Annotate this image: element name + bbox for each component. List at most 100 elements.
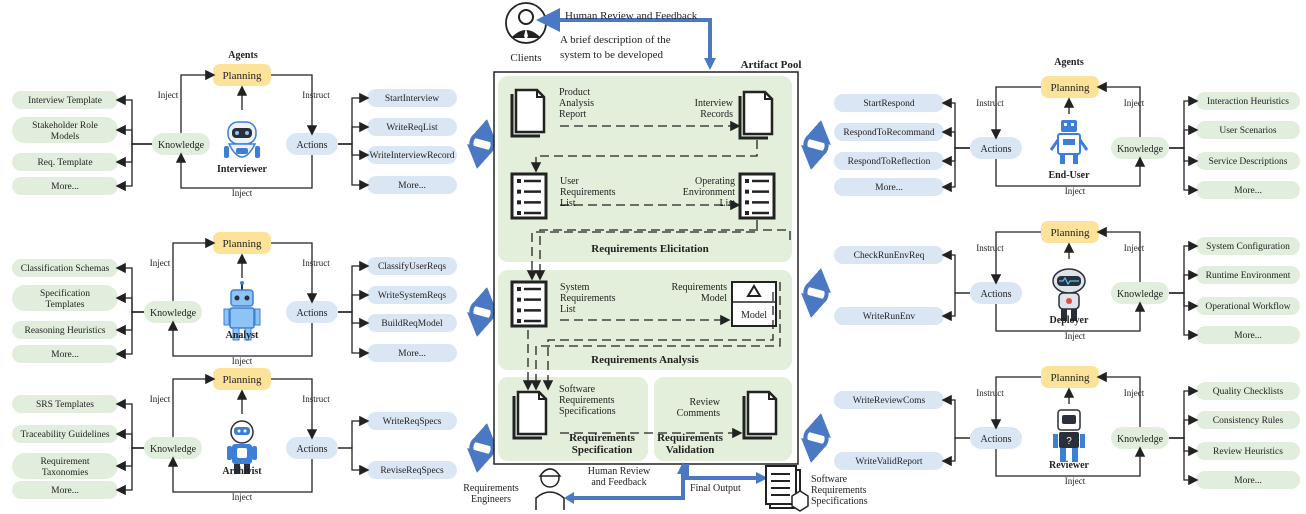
feedback-label: and Feedback xyxy=(591,477,646,488)
model-box-label: Model xyxy=(741,310,767,321)
planning-label: Planning xyxy=(222,70,262,82)
artifact-label: Requirements xyxy=(671,282,727,293)
interviewer-robot-icon xyxy=(224,121,260,158)
knowledge-item xyxy=(12,259,118,277)
elicitation-area xyxy=(498,76,792,262)
actions-box xyxy=(970,427,1022,449)
knowledge-link xyxy=(1169,147,1199,167)
inject-label: Inject xyxy=(232,356,253,366)
knowledge-item-label: Quality Checklists xyxy=(1213,387,1284,397)
action-item-label: WriteValidReport xyxy=(855,457,923,467)
phase-label: Specification xyxy=(572,444,633,456)
knowledge-label: Knowledge xyxy=(150,308,197,319)
knowledge-item xyxy=(1196,382,1300,400)
flow-dash xyxy=(526,220,758,281)
knowledge-item-label: SRS Templates xyxy=(36,400,94,410)
knowledge-item xyxy=(1196,471,1300,489)
planning-box xyxy=(1041,76,1099,98)
instruct-path xyxy=(990,231,1041,285)
knowledge-item-label: More... xyxy=(1234,331,1262,341)
bottom-loop xyxy=(995,301,1146,332)
knowledge-item-label: Operational Workflow xyxy=(1205,301,1290,312)
knowledge-label: Knowledge xyxy=(158,140,205,151)
knowledge-item-label: Reasoning Heuristics xyxy=(24,326,105,336)
artifact-label: List xyxy=(560,304,576,315)
action-item-label: RespondToReflection xyxy=(848,156,931,167)
exchange-arrow-icon xyxy=(801,268,831,318)
action-item-label: WriteInterviewRecord xyxy=(369,151,454,161)
bottom-loop xyxy=(167,456,313,493)
action-item xyxy=(367,118,457,136)
artifact-label: Review xyxy=(689,397,720,408)
action-item-label: WriteRunEnv xyxy=(863,312,916,322)
action-item-label: More... xyxy=(875,183,903,193)
srs-document-icon xyxy=(765,465,809,512)
action-item xyxy=(367,461,457,479)
action-link xyxy=(338,143,370,191)
knowledge-item-label: Runtime Environment xyxy=(1206,271,1291,281)
action-item xyxy=(834,246,944,264)
artifact-label: Records xyxy=(700,109,733,120)
inject-path xyxy=(172,373,216,437)
knowledge-item xyxy=(1196,92,1300,110)
action-link xyxy=(941,147,970,167)
action-item-label: WriteSystemReqs xyxy=(378,291,447,301)
knowledge-item xyxy=(1196,411,1300,429)
actions-label: Actions xyxy=(296,308,327,319)
feedback-arrow xyxy=(536,8,712,62)
knowledge-link xyxy=(115,94,152,145)
action-item-label: ClassifyUserReqs xyxy=(378,261,446,272)
knowledge-item-label: Models xyxy=(51,132,80,142)
actions-box xyxy=(286,301,338,323)
flow-dash xyxy=(530,282,781,391)
action-item xyxy=(834,94,944,112)
knowledge-link xyxy=(115,447,144,496)
srs-output-label: Software xyxy=(811,474,848,485)
document-icon xyxy=(512,390,548,440)
engineers-label: Engineers xyxy=(471,494,511,505)
instruct-label: Instruct xyxy=(302,394,330,404)
action-link xyxy=(338,415,370,449)
knowledge-link xyxy=(115,311,144,360)
action-item xyxy=(367,344,457,362)
knowledge-link xyxy=(115,398,144,449)
knowledge-link xyxy=(115,447,144,472)
exchange-arrow-icon xyxy=(801,120,831,170)
exchange-arrow-icon xyxy=(801,413,831,463)
knowledge-box xyxy=(152,133,210,155)
knowledge-label: Knowledge xyxy=(150,444,197,455)
action-item-label: ReviseReqSpecs xyxy=(380,466,444,476)
instruct-label: Instruct xyxy=(976,243,1004,253)
agents-label: Agents xyxy=(228,50,258,61)
knowledge-item xyxy=(1196,152,1300,170)
final-output-arrow-head xyxy=(756,472,768,484)
flow-dash xyxy=(534,229,791,281)
instruct-label: Instruct xyxy=(976,98,1004,108)
document-icon xyxy=(738,90,774,140)
srs-output-label: Specifications xyxy=(811,496,868,507)
actions-box xyxy=(286,133,338,155)
phase-label: Requirements xyxy=(569,432,636,444)
action-item-label: More... xyxy=(398,181,426,191)
knowledge-item-label: Classification Schemas xyxy=(21,263,110,274)
knowledge-item-label: Review Heuristics xyxy=(1213,447,1283,457)
flow-dash xyxy=(542,292,774,391)
action-item xyxy=(367,176,457,194)
knowledge-item xyxy=(1196,121,1300,139)
artifact-label: List xyxy=(560,198,576,209)
actions-box xyxy=(970,137,1022,159)
knowledge-link xyxy=(1169,437,1199,486)
action-item-label: StartRespond xyxy=(863,99,914,109)
action-link xyxy=(941,97,970,149)
artifact-label: Environment xyxy=(683,187,735,198)
action-link xyxy=(338,447,370,476)
knowledge-item-label: Requirement xyxy=(40,457,89,467)
planning-label: Planning xyxy=(1050,372,1090,384)
artifact-label: Operating xyxy=(695,176,735,187)
knowledge-item xyxy=(12,117,118,143)
feedback-arrow-head xyxy=(704,58,716,70)
planning-label: Planning xyxy=(1050,227,1090,239)
knowledge-item-label: Taxonomies xyxy=(42,468,89,478)
inject-label: Inject xyxy=(1065,476,1086,486)
